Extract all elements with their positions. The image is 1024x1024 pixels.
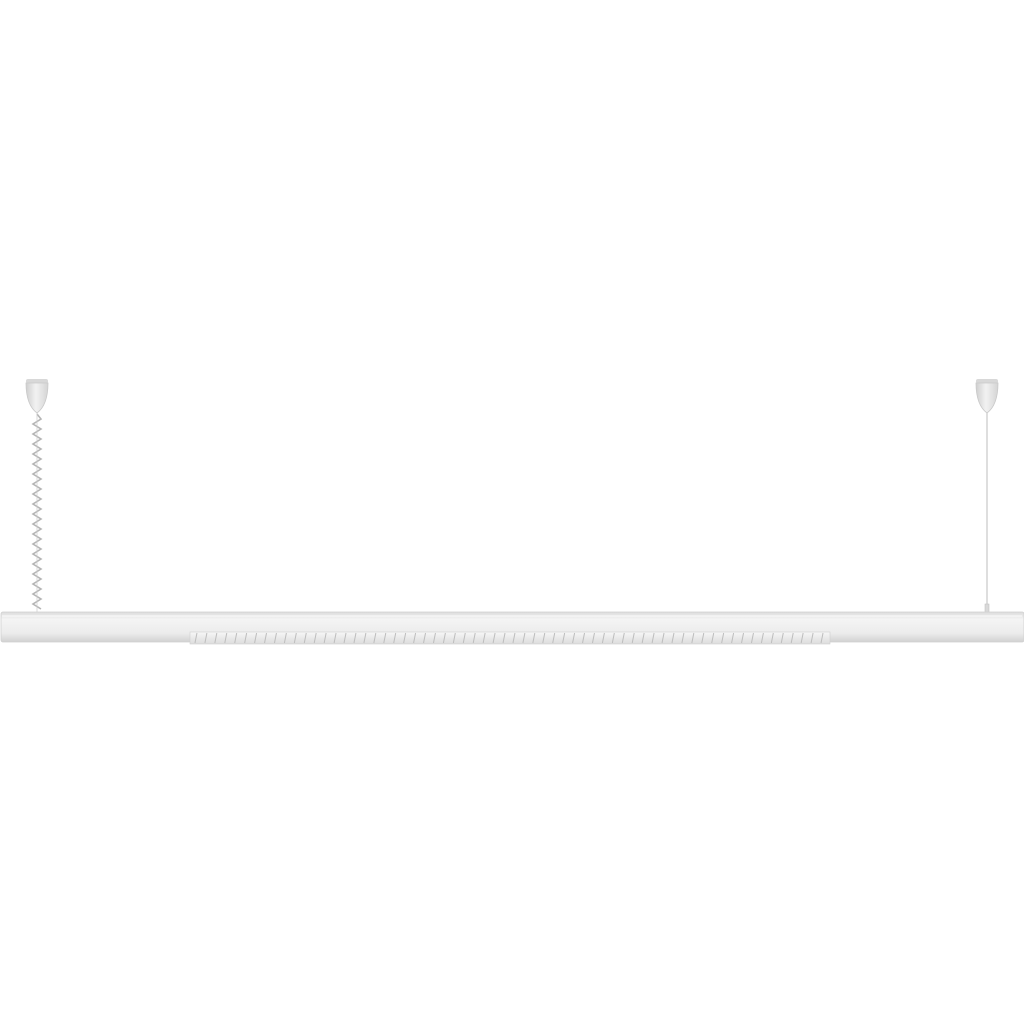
louver-slat: [482, 632, 486, 644]
louver-slat: [611, 632, 615, 644]
louver-slat: [790, 632, 794, 644]
louver-slat: [452, 632, 456, 644]
louver-slat: [413, 632, 417, 644]
louver-slat: [820, 632, 824, 644]
louver-slat: [651, 632, 655, 644]
louver-slat: [234, 632, 238, 644]
louver-slat: [264, 632, 268, 644]
left-ceiling-canopy: [25, 379, 49, 414]
louver-slat: [601, 632, 605, 644]
louver-slat: [373, 632, 377, 644]
louver-slat: [383, 632, 387, 644]
louver-slat: [353, 632, 357, 644]
louver-slat: [333, 632, 337, 644]
louver-slat: [760, 632, 764, 644]
louver-slat: [303, 632, 307, 644]
louver-slat: [522, 632, 526, 644]
louver-slat: [661, 632, 665, 644]
louver-slat: [343, 632, 347, 644]
louver-slat: [273, 632, 277, 644]
louver-slat: [691, 632, 695, 644]
louver-slat: [780, 632, 784, 644]
louver-slat: [393, 632, 397, 644]
louver-slat: [204, 632, 208, 644]
louver-slat: [731, 632, 735, 644]
louver-slat: [502, 632, 506, 644]
right-ceiling-canopy: [975, 379, 999, 414]
louver-slat: [214, 632, 218, 644]
louver-slat: [293, 632, 297, 644]
louver-slat: [432, 632, 436, 644]
louver-slat: [363, 632, 367, 644]
louver-slat: [492, 632, 496, 644]
louver-slat: [711, 632, 715, 644]
louver-slat: [681, 632, 685, 644]
louver-slat: [750, 632, 754, 644]
louver-diffuser-strip: [189, 631, 831, 645]
louver-slat: [800, 632, 804, 644]
louver-slat: [721, 632, 725, 644]
louver-slat: [194, 632, 198, 644]
louver-slat: [512, 632, 516, 644]
louver-slat: [462, 632, 466, 644]
louver-slat: [403, 632, 407, 644]
louver-slat: [283, 632, 287, 644]
louver-slat: [542, 632, 546, 644]
louver-slat: [641, 632, 645, 644]
louver-slat: [323, 632, 327, 644]
louver-slat: [254, 632, 258, 644]
louver-slat: [671, 632, 675, 644]
louver-slat: [631, 632, 635, 644]
louver-slat: [770, 632, 774, 644]
louver-slat: [224, 632, 228, 644]
louver-slat: [701, 632, 705, 644]
louver-slat: [572, 632, 576, 644]
louver-slat: [562, 632, 566, 644]
louver-slat: [532, 632, 536, 644]
louver-slat: [552, 632, 556, 644]
louver-slat: [591, 632, 595, 644]
louver-slat: [621, 632, 625, 644]
louver-slat: [423, 632, 427, 644]
louver-slat: [313, 632, 317, 644]
louver-slat: [741, 632, 745, 644]
louver-slat: [244, 632, 248, 644]
louver-slat: [582, 632, 586, 644]
louver-slat: [442, 632, 446, 644]
louver-slat: [472, 632, 476, 644]
louver-slat: [810, 632, 814, 644]
